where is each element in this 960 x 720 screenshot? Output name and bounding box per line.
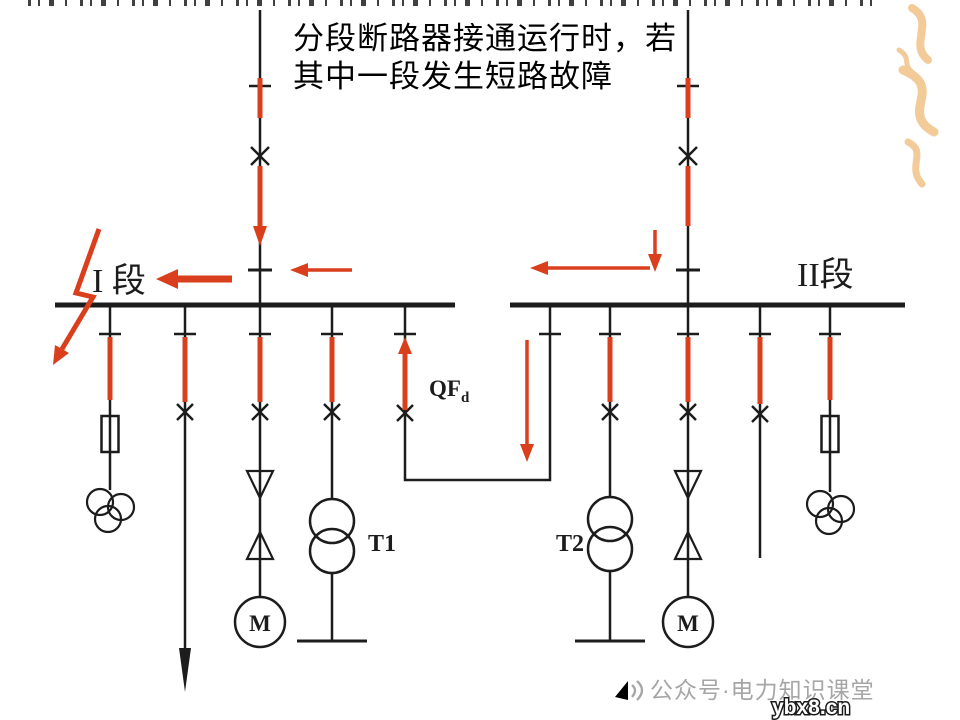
breaker-x-icon (176, 403, 194, 421)
feeder-fuse-transformer-left (85, 307, 136, 534)
transformer-2winding-icon (586, 495, 634, 573)
motor-icon: M (233, 595, 287, 649)
transformer-feeder-t2: T2 (556, 307, 645, 643)
bus-1-label: I 段 (92, 262, 146, 300)
breaker-x-icon (250, 146, 270, 166)
bus-2-label: II段 (797, 256, 854, 294)
drawout-contact-icon (245, 469, 275, 501)
fuse-icon (100, 414, 120, 454)
watermark-account-text: 公众号·电力知识课堂 (650, 677, 875, 703)
incoming-feeder-right (676, 10, 700, 303)
motor-left-label: M (249, 611, 271, 636)
incoming-feeder-left (248, 10, 272, 303)
transformer-2winding-icon (308, 497, 356, 575)
drawout-contact-icon (673, 469, 703, 501)
fuse-icon (820, 414, 840, 454)
fault-lightning-icon (53, 228, 102, 365)
feeder-fuse-transformer-right (805, 307, 856, 536)
fault-current-arrows (156, 230, 662, 289)
breaker-x-icon (323, 403, 341, 421)
drawout-contact-icon (245, 529, 275, 561)
annotation-line-2: 其中一段发生短路故障 (293, 59, 613, 94)
outgoing-feeder-left (174, 307, 196, 692)
breaker-x-icon (678, 146, 698, 166)
drawout-contact-icon (673, 529, 703, 561)
arrow-down-icon (648, 254, 662, 272)
transformer-3winding-icon (805, 489, 856, 536)
t2-label: T2 (556, 531, 584, 557)
bus-section-2: II段 (510, 256, 905, 308)
motor-icon: M (661, 595, 715, 649)
breaker-x-icon (601, 403, 619, 421)
breaker-x-icon (751, 405, 769, 423)
decor-calligraphy (896, 4, 939, 188)
arrow-up-icon (398, 337, 412, 354)
qfd-label-sub: d (461, 390, 470, 406)
watermark: 公众号·电力知识课堂 ybx8.cn (615, 677, 875, 720)
arrow-left-icon (290, 263, 308, 277)
transformer-3winding-icon (85, 487, 136, 534)
watermark-site-text: ybx8.cn (772, 696, 850, 719)
breaker-x-icon (251, 403, 269, 421)
qfd-label: QF (429, 376, 461, 401)
annotation-line-1: 分段断路器接通运行时，若 (293, 21, 677, 56)
wechat-account-icon (615, 680, 644, 701)
transformer-feeder-t1: T1 (297, 307, 396, 643)
t1-label: T1 (368, 531, 396, 557)
clipped-text-fragments (28, 0, 878, 6)
outgoing-feeder-right (749, 307, 771, 558)
annotation-text: 分段断路器接通运行时，若 其中一段发生短路故障 (293, 20, 713, 96)
arrow-left-icon (530, 261, 548, 275)
bus-section-1: I 段 (55, 262, 455, 308)
breaker-x-icon (396, 404, 414, 422)
feeder-arrow-icon (179, 648, 191, 692)
bus-tie-qfd: QF d (394, 307, 561, 482)
motor-right-label: M (677, 611, 699, 636)
breaker-x-icon (679, 403, 697, 421)
motor-feeder-left: M (233, 307, 287, 649)
arrow-left-icon (156, 269, 178, 289)
arrow-down-icon (520, 444, 534, 462)
motor-feeder-right: M (661, 307, 715, 649)
arrow-down-icon (253, 226, 267, 246)
